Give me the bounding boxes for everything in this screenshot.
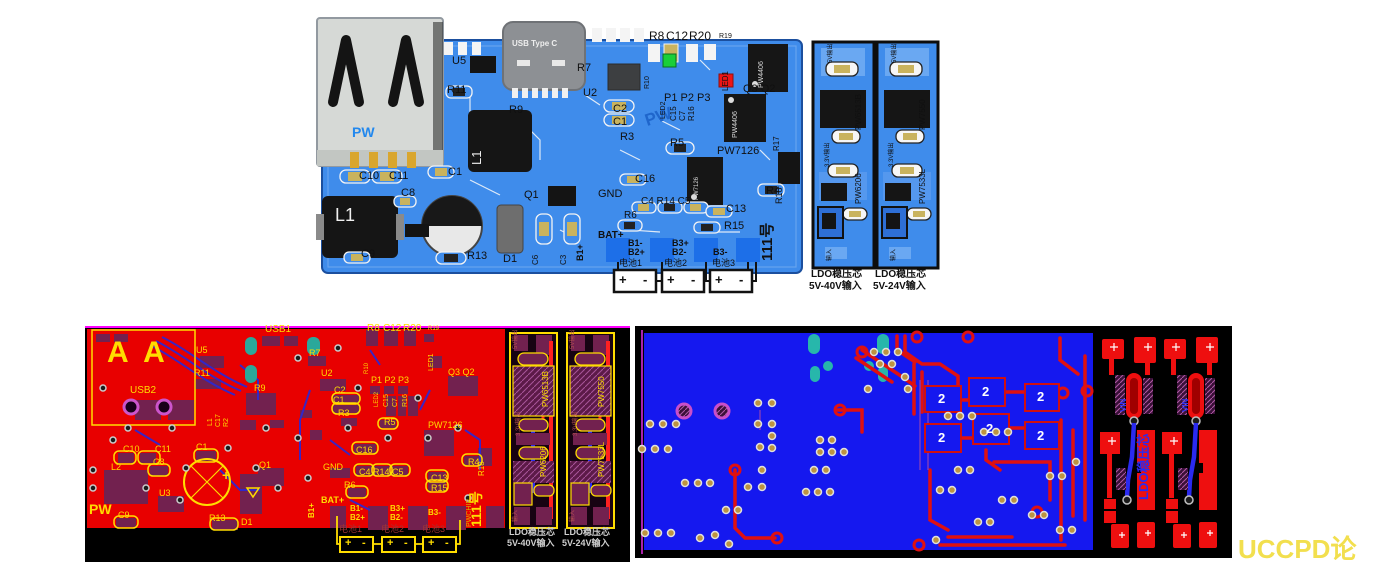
battery-connection-diagram xyxy=(606,238,760,294)
ldo-strip-5v24v xyxy=(875,40,940,270)
usb-a-connector xyxy=(316,17,444,168)
vias xyxy=(637,347,1081,549)
vias xyxy=(89,344,472,504)
mounting-hole xyxy=(155,398,173,416)
usb-c-connector xyxy=(502,21,586,98)
watermark-text: UCCPD论坛 xyxy=(1238,534,1357,564)
ldo-strip-red-5v40v xyxy=(508,331,559,530)
green-led xyxy=(662,53,677,68)
capacitor-outline xyxy=(183,458,231,506)
inner-traces xyxy=(134,336,481,511)
usb-footprint-outline xyxy=(91,329,196,426)
blue-board-bottom-layer-image xyxy=(635,326,1232,558)
smd-pads xyxy=(96,330,504,530)
ic-chips xyxy=(405,44,788,237)
battery-symbol xyxy=(708,268,754,294)
usb-contact-fork xyxy=(388,35,424,107)
battery-diagram-silk xyxy=(336,516,461,553)
inductor-l1-bottom xyxy=(322,196,398,258)
diode-d1 xyxy=(496,204,524,254)
red-led xyxy=(718,73,734,88)
battery-symbol xyxy=(422,536,457,553)
battery-symbol xyxy=(381,536,416,553)
inductor-l1-top xyxy=(468,110,532,172)
battery-symbol xyxy=(339,536,374,553)
usb-contact-fork xyxy=(328,35,364,107)
battery-symbol xyxy=(612,268,658,294)
passive-components xyxy=(339,85,785,265)
mounting-hole xyxy=(675,402,693,420)
ldo-strip-red-5v24v xyxy=(565,331,616,530)
red-board-top-layer-image xyxy=(85,326,630,562)
plated-pads xyxy=(245,337,320,383)
electrolytic-capacitor xyxy=(421,195,483,257)
battery-symbol xyxy=(660,268,706,294)
smd-part xyxy=(778,152,800,184)
mounting-hole xyxy=(713,402,731,420)
thermal-pads xyxy=(924,377,1060,453)
mounting-hole xyxy=(122,398,140,416)
ldo-strip-5v40v xyxy=(811,40,876,270)
top-board-render xyxy=(316,17,940,294)
silkscreen-shapes xyxy=(91,329,483,531)
